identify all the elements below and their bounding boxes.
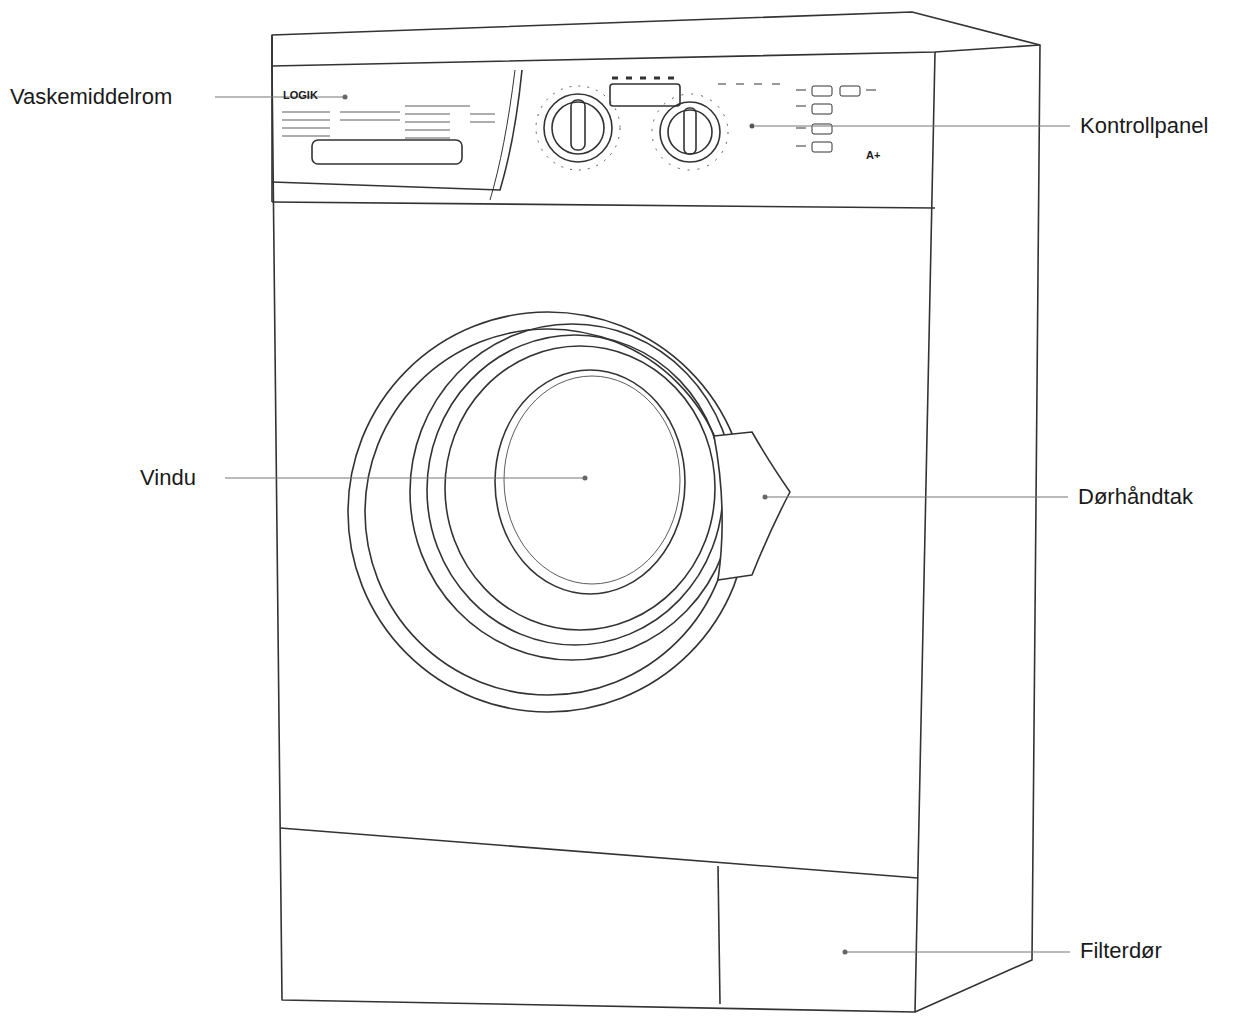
part-label: Filterdør (1080, 940, 1162, 962)
door-ring (365, 329, 731, 695)
door-ring (445, 346, 715, 630)
leader-line (215, 97, 1070, 952)
dial-grip (571, 100, 585, 150)
door-window (504, 376, 680, 584)
energy-class: A+ (866, 150, 880, 161)
part-label: Vindu (140, 467, 196, 489)
temp-dial (668, 110, 712, 154)
door-ring (427, 335, 723, 645)
door-ring (348, 312, 748, 712)
leader-dot (750, 124, 755, 129)
part-label: Dørhåndtak (1078, 486, 1193, 508)
panel-buttons (718, 84, 876, 152)
drawer-outline (272, 70, 522, 190)
door-handle (714, 432, 790, 580)
leader-dot (343, 95, 848, 955)
program-dial (544, 94, 612, 162)
part-label: Kontrollpanel (1080, 115, 1208, 137)
display (610, 84, 680, 106)
plinth-edge (280, 828, 918, 878)
drawer-outline (490, 70, 515, 200)
drawer-handle (312, 140, 462, 164)
program-dial (552, 102, 604, 154)
door-ring (410, 324, 734, 660)
machine-top (272, 12, 1040, 66)
door-window (495, 370, 685, 594)
part-label: Vaskemiddelrom (10, 86, 172, 108)
drawer-print (282, 106, 495, 138)
dial-grip (684, 108, 696, 154)
filter-door-edge (718, 866, 720, 1004)
temp-dial (660, 102, 720, 162)
panel-edge (272, 202, 935, 208)
brand-logo: LOGIK (283, 90, 318, 101)
machine-side (915, 45, 1040, 1012)
machine-front (272, 35, 935, 1012)
display-icons (612, 77, 680, 80)
dial-marks (536, 86, 728, 170)
